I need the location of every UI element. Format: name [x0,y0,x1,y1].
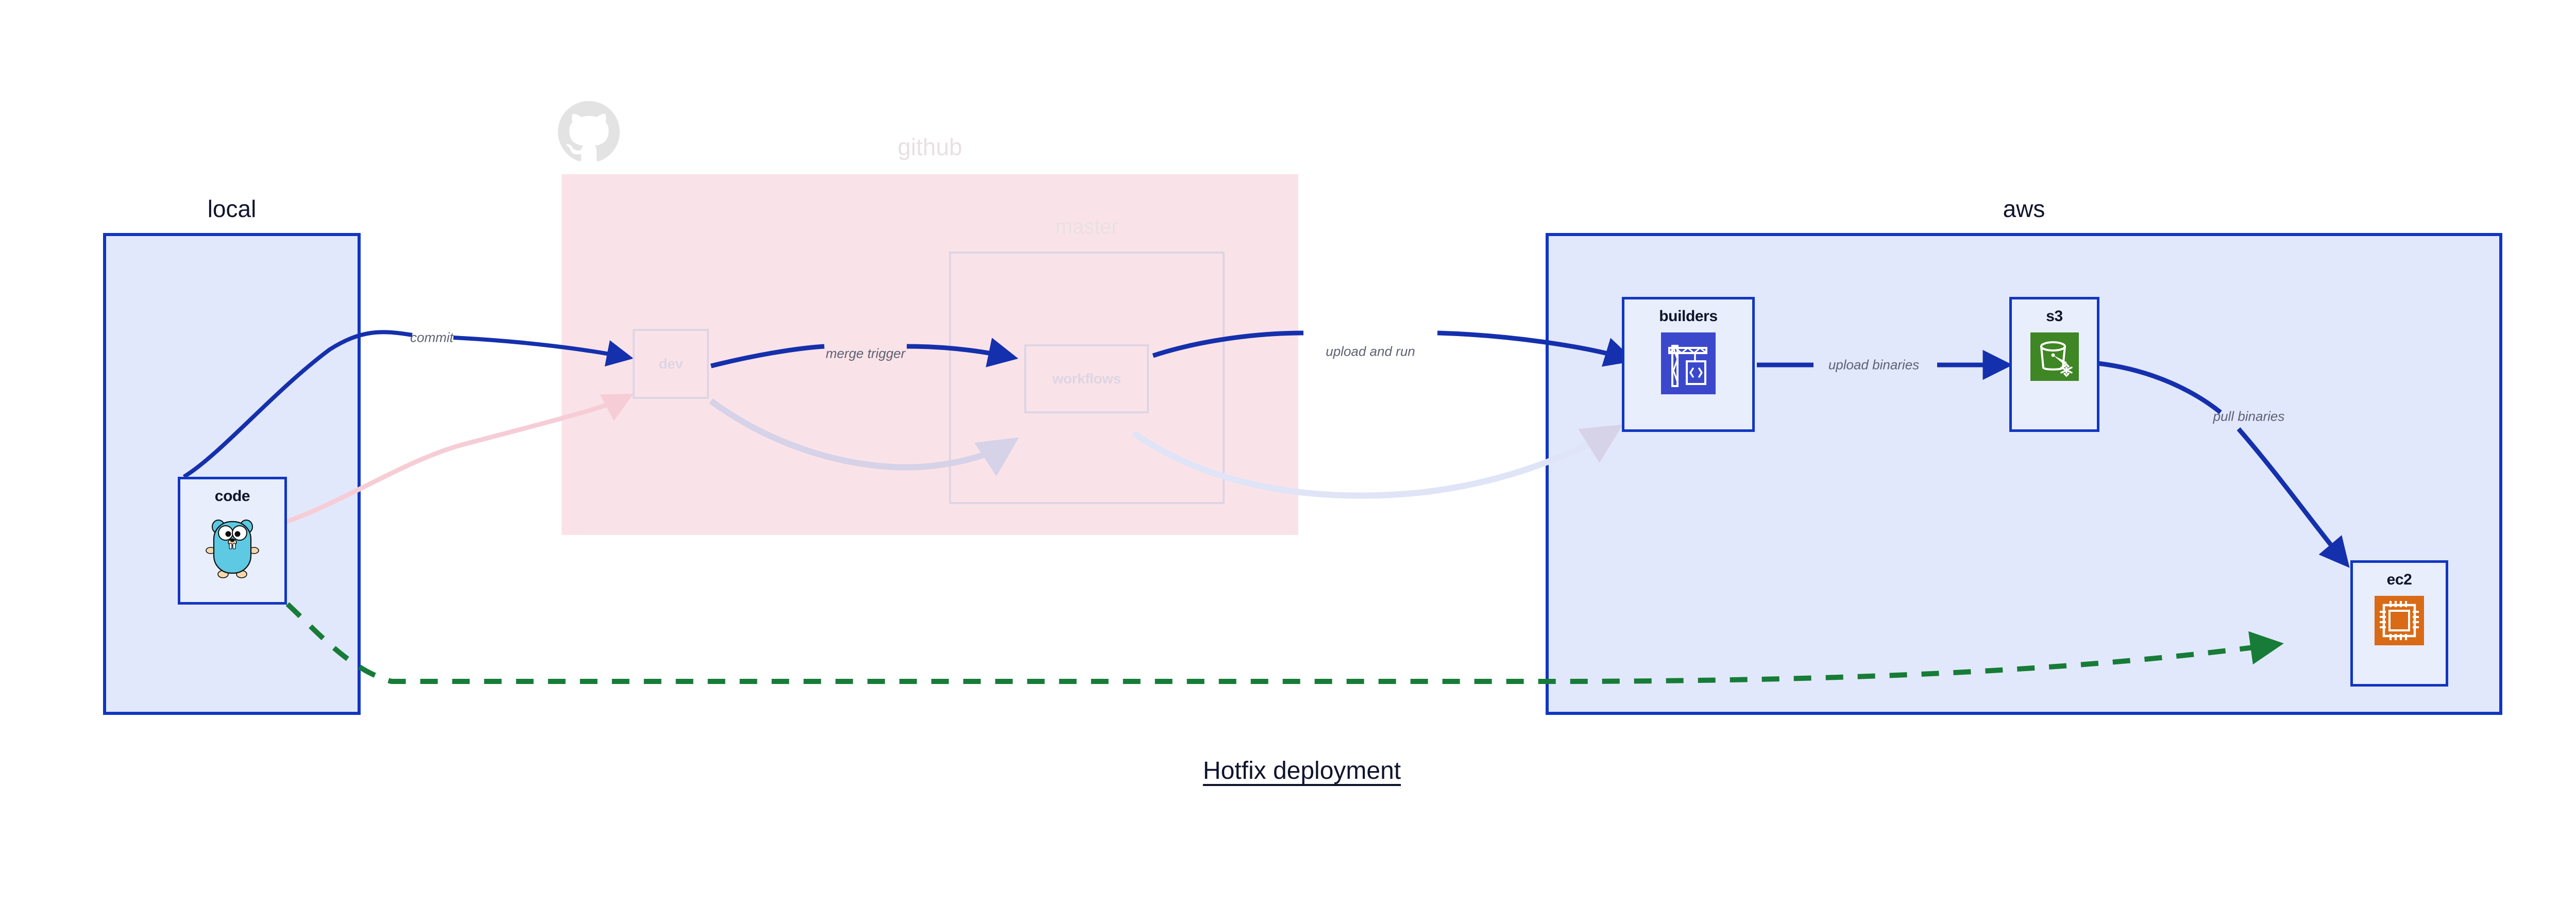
node-code[interactable]: code [178,477,287,605]
node-dev-label: dev [658,356,683,372]
group-master [949,252,1225,504]
node-ec2[interactable]: ec2 [2350,560,2448,687]
go-gopher-icon [206,512,259,581]
github-octocat-icon [558,101,620,165]
edge-label-commit: commit [410,329,453,345]
group-github-label: github [897,133,962,160]
group-local [103,233,361,715]
node-s3-label: s3 [2046,308,2063,325]
node-workflows[interactable]: workflows [1024,344,1149,413]
node-builders[interactable]: builders [1622,297,1755,432]
aws-codebuild-icon [1661,332,1716,397]
edge-label-merge-trigger: merge trigger [825,345,906,361]
diagram-title: Hotfix deployment [1202,757,1401,784]
edge-label-upload-binaries: upload binaries [1828,357,1920,373]
node-dev[interactable]: dev [633,329,709,399]
edge-label-pull-binaries: pull binaries [2213,408,2285,424]
group-master-label: master [1055,215,1118,238]
node-s3[interactable]: s3 [2009,297,2099,432]
aws-ec2-chip-icon [2375,596,2424,648]
node-workflows-label: workflows [1052,371,1121,387]
edge-label-upload-and-run: upload and run [1326,343,1415,359]
aws-s3-glacier-icon [2030,332,2079,383]
group-local-label: local [207,195,257,222]
node-code-label: code [214,488,250,505]
node-ec2-label: ec2 [2386,571,2412,588]
group-aws-label: aws [2003,195,2045,222]
node-builders-label: builders [1659,308,1718,325]
